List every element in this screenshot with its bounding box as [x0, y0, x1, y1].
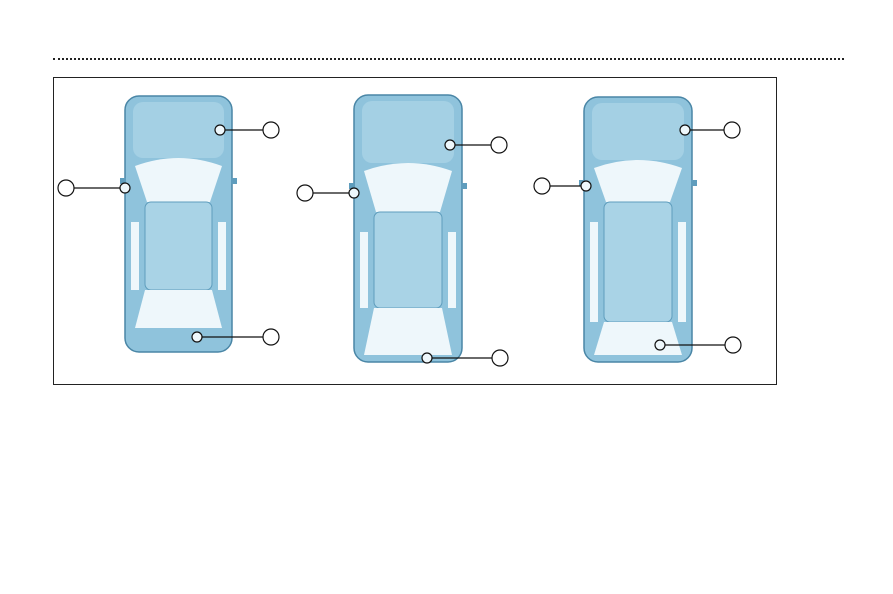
mirror-right	[231, 178, 237, 184]
callout-marker	[724, 336, 742, 354]
roof	[603, 201, 673, 323]
callout-point	[119, 182, 131, 194]
car-saloon	[57, 95, 280, 353]
callout-marker	[57, 179, 75, 197]
side-window-right	[448, 232, 456, 308]
bonnet	[362, 101, 454, 163]
bonnet	[133, 102, 224, 158]
callout-point	[654, 339, 666, 351]
callout-marker	[723, 121, 741, 139]
callout-point	[214, 124, 226, 136]
callout-point	[580, 180, 592, 192]
windshield	[364, 163, 452, 212]
callout-point	[679, 124, 691, 136]
callout-point	[191, 331, 203, 343]
callout-marker	[296, 184, 314, 202]
rear-window	[364, 308, 452, 355]
side-window-left	[360, 232, 368, 308]
bonnet	[592, 103, 684, 160]
roof	[144, 201, 213, 291]
windshield	[135, 158, 222, 202]
windshield	[594, 160, 682, 202]
callout-marker	[490, 136, 508, 154]
mirror-right	[691, 180, 697, 186]
mirror-right	[461, 183, 467, 189]
callout-point	[421, 352, 433, 364]
side-window-left	[131, 222, 139, 290]
callout-marker	[533, 177, 551, 195]
callout-point	[444, 139, 456, 151]
callout-marker	[262, 121, 280, 139]
side-window-right	[218, 222, 226, 290]
side-window-left	[590, 222, 598, 322]
rear-window	[135, 290, 222, 328]
rear-window	[594, 322, 682, 355]
callout-point	[348, 187, 360, 199]
dotted-header-rule	[53, 58, 844, 60]
roof	[373, 211, 443, 309]
callout-marker	[262, 328, 280, 346]
callout-marker	[491, 349, 509, 367]
mirror-left	[349, 183, 355, 189]
mirror-left	[120, 178, 126, 184]
diagram-frame	[53, 77, 777, 385]
car-hatchback	[296, 94, 509, 367]
car-estate	[533, 96, 742, 363]
side-window-right	[678, 222, 686, 322]
